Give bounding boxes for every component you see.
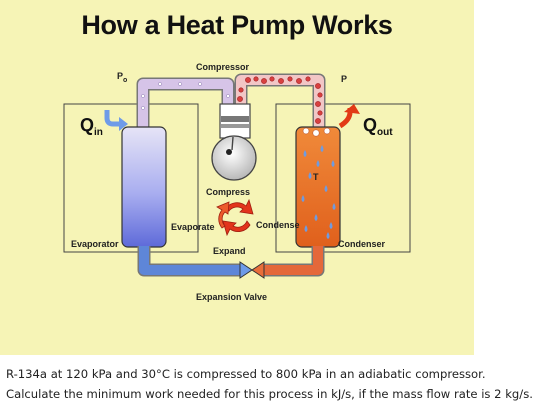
- liquid-line: [137, 246, 325, 277]
- compressor: [211, 103, 257, 181]
- po-main: P: [117, 71, 123, 81]
- evaporator-label: Evaporator: [71, 239, 119, 249]
- q-out-label: Qout: [363, 115, 393, 138]
- question-line-2: Calculate the minimum work needed for th…: [6, 387, 533, 401]
- suction-dots: [141, 82, 230, 110]
- condenser-top-bubbles: [302, 127, 331, 137]
- expand-label: Expand: [213, 246, 246, 256]
- q-in-label: Qin: [80, 115, 103, 138]
- po-label: Po: [117, 71, 127, 84]
- condenser-tank: [295, 126, 341, 248]
- expansion-valve-label: Expansion Valve: [196, 292, 267, 302]
- q-in-main: Q: [80, 115, 94, 135]
- compress-label: Compress: [206, 187, 250, 197]
- q-in-arrow: [104, 110, 128, 131]
- q-in-subscript: in: [94, 127, 103, 138]
- p-label: P: [341, 74, 347, 84]
- discharge-bubbles: [237, 76, 323, 124]
- condenser-label: Condenser: [338, 239, 386, 249]
- q-out-arrow: [338, 104, 360, 129]
- cycle-arrows: [216, 198, 254, 237]
- evaporate-label: Evaporate: [171, 222, 215, 232]
- expansion-valve: [239, 261, 265, 279]
- page-title: How a Heat Pump Works: [81, 10, 393, 40]
- question-text: R-134a at 120 kPa and 30°C is compressed…: [6, 364, 533, 404]
- evaporator-tank: [121, 126, 167, 248]
- evaporator-box: [63, 103, 199, 253]
- compressor-label: Compressor: [196, 62, 250, 72]
- po-subscript: o: [123, 77, 127, 84]
- suction-pipe: [136, 77, 235, 128]
- q-out-subscript: out: [377, 127, 393, 138]
- t-label: T: [313, 172, 319, 182]
- condense-label: Condense: [256, 220, 300, 230]
- question-line-1: R-134a at 120 kPa and 30°C is compressed…: [6, 367, 486, 381]
- condenser-droplets: [301, 145, 336, 239]
- condenser-box: [275, 103, 411, 253]
- q-out-main: Q: [363, 115, 377, 135]
- heat-pump-diagram: Compressor Po P Qin Qout T Compress Evap…: [63, 62, 411, 302]
